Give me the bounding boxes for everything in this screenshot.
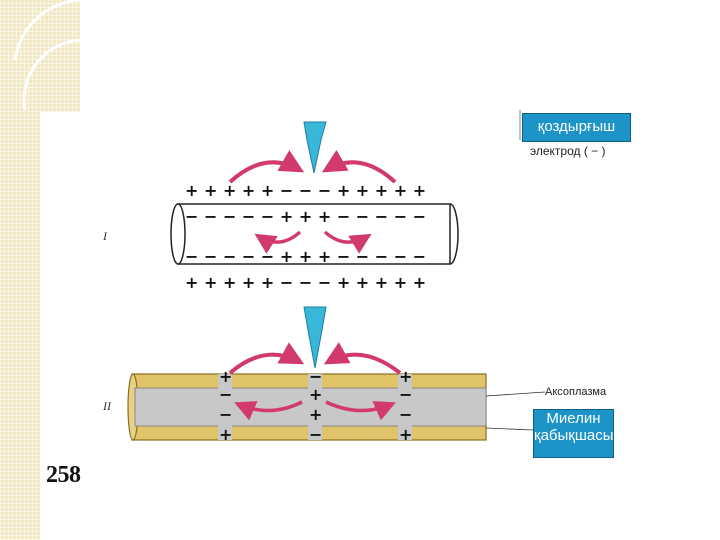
decorative-arcs	[13, 0, 80, 111]
current-arrow-inner-right	[323, 230, 372, 254]
current-arrow-outer-right	[321, 149, 397, 184]
node1-inner-top-sign: −	[219, 385, 232, 404]
figure-panel	[40, 112, 560, 540]
current-arrow-inner-left	[254, 230, 302, 254]
saltatory-arrow-inner-left	[234, 400, 303, 421]
node3-outer-bottom-sign: +	[399, 425, 412, 444]
node1-outer-bottom-sign: +	[219, 425, 232, 444]
stimulating-electrode-top	[303, 121, 327, 174]
saltatory-arrow-outer-right	[323, 342, 402, 375]
top-inner-signs: − − − − − + + + − − − − −	[185, 207, 426, 226]
saltatory-arrow-outer-left	[228, 342, 305, 375]
panel-label-one: I	[102, 229, 108, 243]
page-number: 258	[46, 462, 81, 488]
axoplasm-label: Аксоплазма	[545, 386, 607, 398]
node1-outer-top-sign: +	[219, 367, 232, 386]
axoplasm-leader-line	[485, 391, 546, 397]
current-arrow-outer-left	[228, 150, 305, 184]
node3-outer-top-sign: +	[399, 367, 412, 386]
bottom-outer-signs: + + + + + − − − + + + + +	[185, 273, 426, 292]
saltatory-arrow-inner-right	[325, 400, 396, 421]
myelin-sheath-label: Миелин қабықшасы	[533, 409, 614, 458]
myelinated-axon	[127, 373, 487, 441]
node2-outer-top-sign: −	[309, 367, 322, 386]
bottom-inner-signs: − − − − − + + + − − − − −	[185, 247, 426, 266]
unmyelinated-axon	[170, 203, 459, 265]
node3-inner-bottom-sign: −	[399, 405, 412, 424]
node2-inner-top-sign: +	[309, 385, 322, 404]
node1-inner-bottom-sign: −	[219, 405, 232, 424]
node3-inner-top-sign: −	[399, 385, 412, 404]
stimulating-electrode-bottom	[303, 306, 327, 369]
panel-label-two: II	[102, 399, 112, 413]
stimulating-electrode-label: қоздырғыш	[522, 113, 631, 142]
node2-inner-bottom-sign: +	[309, 405, 322, 424]
top-outer-signs: + + + + + − − − + + + + +	[185, 181, 426, 200]
myelin-leader-line	[485, 427, 534, 431]
node2-outer-bottom-sign: −	[309, 425, 322, 444]
electrode-sublabel: электрод ( − )	[530, 144, 606, 158]
